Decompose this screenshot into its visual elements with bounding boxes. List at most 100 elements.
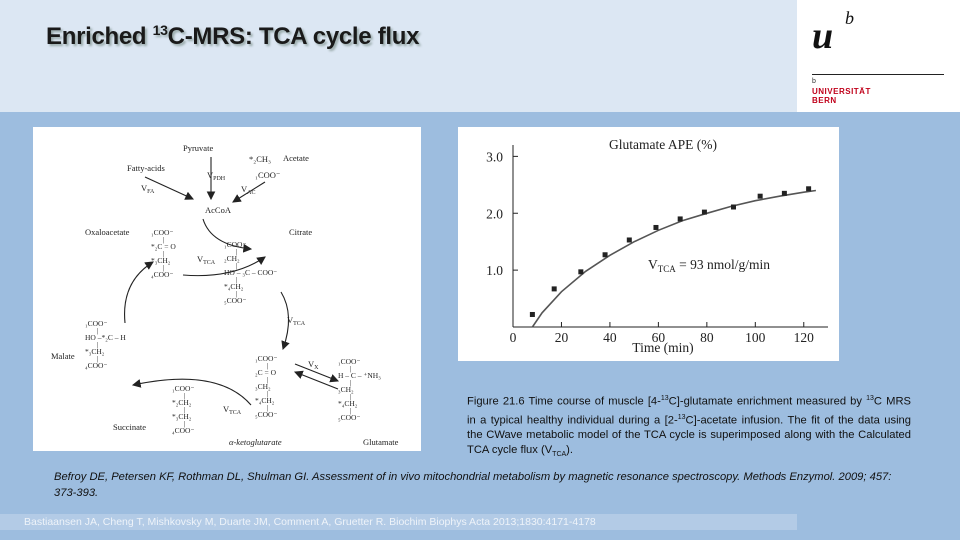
university-logo-sup: b: [845, 8, 854, 28]
ketoglutarate-line-3: |: [267, 375, 269, 384]
university-name-line1: UNIVERSITÄT: [812, 87, 871, 96]
malate-line-5: |: [97, 354, 99, 363]
citrate-line-3: |: [236, 261, 238, 270]
arrow-acetate-accoa: [232, 181, 266, 203]
tca-diagram-panel: Pyruvate Fatty-acids Acetate *₂CH₃ ₁COO⁻…: [33, 127, 421, 451]
slide-title: Enriched 13C-MRS: TCA cycle flux: [46, 22, 420, 50]
data-point: [602, 252, 608, 258]
succinate-structure: ₁COO⁻|*₂CH₂|*₃CH₂|₄COO⁻: [172, 384, 194, 435]
glutamate-line-2: H – C – ⁺NH₃: [338, 371, 381, 380]
label-vtca-2: VTCA: [287, 315, 306, 327]
reference-citation: Befroy DE, Petersen KF, Rothman DL, Shul…: [54, 471, 892, 499]
label-fatty-acids: Fatty-acids: [127, 163, 165, 173]
label-vfa: VFA: [141, 183, 155, 195]
ketoglutarate-line-7: |: [267, 403, 269, 412]
succinate-line-6: ₄COO⁻: [172, 426, 194, 435]
y-tick-label: 1.0: [486, 263, 503, 278]
citrate-line-4: HO – ₃C – COO⁻: [224, 268, 277, 277]
spacer-2: [123, 337, 163, 392]
x-tick-label: 20: [555, 330, 569, 345]
university-logo-mark: u: [812, 15, 834, 57]
succinate-line-1: |: [184, 391, 186, 400]
data-point: [677, 216, 683, 222]
chart-xlabel: Time (min): [632, 340, 693, 355]
data-point: [757, 193, 763, 199]
citrate-line-0: ₁COO⁻: [224, 240, 246, 249]
fit-curve: [531, 189, 817, 328]
data-point: [626, 237, 632, 243]
arrow-citrate-ketoglutarate: [280, 291, 290, 351]
data-point: [653, 224, 659, 230]
footer-citation: Bastiaansen JA, Cheng T, Mishkovsky M, D…: [24, 516, 596, 528]
oxaloacetate-line-2: *₂C = O: [151, 242, 176, 251]
malate-line-0: ₁COO⁻: [85, 319, 107, 328]
footer-bar: [0, 514, 797, 530]
y-tick-label: 3.0: [486, 149, 503, 164]
oxaloacetate-line-5: |: [163, 263, 165, 272]
arrow-glutamate-ketoglutarate: [293, 370, 339, 390]
glutamate-line-0: ₁COO⁻: [338, 357, 360, 366]
data-point: [781, 190, 787, 196]
x-tick-label: 40: [603, 330, 617, 345]
x-tick-label: 60: [652, 330, 666, 345]
label-acetate: Acetate: [283, 153, 309, 163]
label-vpdh: VPDH: [207, 170, 226, 182]
tca-diagram: Pyruvate Fatty-acids Acetate *₂CH₃ ₁COO⁻…: [51, 143, 399, 447]
glutamate-line-8: ₅COO⁻: [338, 413, 360, 422]
figure-caption: Figure 21.6 Time course of muscle [4-13C…: [467, 395, 912, 459]
data-point: [806, 186, 812, 192]
ketoglutarate-line-0: ₁COO⁻: [255, 354, 277, 363]
logo-divider: [812, 74, 944, 75]
oxaloacetate-line-0: ₁COO⁻: [151, 228, 173, 237]
label-succinate: Succinate: [113, 422, 146, 432]
data-point: [529, 311, 535, 317]
glutamate-ape-chart: Glutamate APE (%) Time (min) VTCA = 93 n…: [486, 137, 828, 355]
x-tick-label: 80: [700, 330, 714, 345]
oxaloacetate-line-3: |: [163, 249, 165, 258]
succinate-line-5: |: [184, 419, 186, 428]
malate-structure: ₁COO⁻|HO –*₂C – H|*₃CH₂|₄COO⁻: [85, 319, 126, 370]
glutamate-line-5: |: [350, 392, 352, 401]
glutamate-line-3: |: [350, 378, 352, 387]
ketoglutarate-line-6: *₄CH₂: [255, 396, 275, 405]
label-pyruvate: Pyruvate: [183, 143, 213, 153]
label-malate: Malate: [51, 351, 75, 361]
citrate-structure: ₁COO⁻|₂CH₂|HO – ₃C – COO⁻|*₄CH₂|₅COO⁻: [224, 240, 277, 305]
ketoglutarate-line-1: |: [267, 361, 269, 370]
ketoglutarate-structure: ₁COO⁻|₂C = O|₃CH₂|*₄CH₂|₅COO⁻: [255, 354, 277, 419]
malate-line-6: ₄COO⁻: [85, 361, 107, 370]
ketoglutarate-line-2: ₂C = O: [255, 368, 277, 377]
title-banner: [0, 0, 797, 112]
label-vtca-3: VTCA: [223, 404, 242, 416]
arrow-malate-oxaloacetate: [124, 261, 154, 324]
succinate-line-4: *₃CH₂: [172, 412, 192, 421]
succinate-line-2: *₂CH₂: [172, 398, 192, 407]
citrate-line-5: |: [236, 275, 238, 284]
arrow-oxaloacetate-citrate: [182, 256, 266, 277]
citrate-line-8: ₅COO⁻: [224, 296, 246, 305]
citrate-line-7: |: [236, 289, 238, 298]
label-acetate-ch3: *₂CH₃: [249, 154, 271, 164]
spacer-3: [116, 341, 151, 405]
chart-title: Glutamate APE (%): [609, 137, 717, 152]
university-name-line2: BERN: [812, 96, 837, 105]
chart-annotation: VTCA = 93 nmol/g/min: [648, 257, 770, 274]
citrate-line-1: |: [236, 247, 238, 256]
oxaloacetate-structure: ₁COO⁻|*₂C = O|*₃CH₂|₄COO⁻: [151, 228, 176, 279]
citrate-line-6: *₄CH₂: [224, 282, 244, 291]
label-oxaloacetate: Oxaloacetate: [85, 227, 130, 237]
arrow-accoa-citrate: [202, 218, 253, 253]
oxaloacetate-line-1: |: [163, 235, 165, 244]
logo-area: [797, 0, 960, 112]
citrate-line-2: ₂CH₂: [224, 254, 240, 263]
label-accoa: AcCoA: [205, 205, 232, 215]
glutamate-line-6: *₄CH₂: [338, 399, 358, 408]
succinate-line-0: ₁COO⁻: [172, 384, 194, 393]
data-point: [701, 209, 707, 215]
ketoglutarate-line-8: ₅COO⁻: [255, 410, 277, 419]
arrow-fattyacids-accoa: [144, 176, 194, 200]
label-citrate: Citrate: [289, 227, 312, 237]
data-point: [578, 269, 584, 275]
malate-line-1: |: [97, 326, 99, 335]
x-tick-label: 120: [794, 330, 815, 345]
